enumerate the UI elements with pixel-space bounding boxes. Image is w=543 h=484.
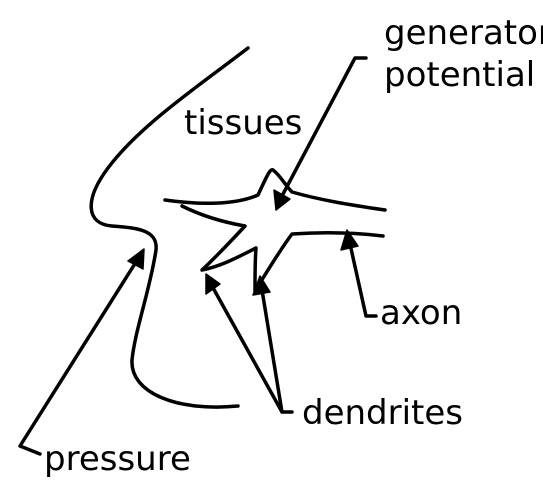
pressure-label: pressure [44, 439, 191, 479]
dendrites-arrows [206, 274, 292, 412]
generator-label-line2: potential [384, 55, 535, 95]
dendrites-label: dendrites [302, 393, 463, 433]
tissue-outline [91, 48, 248, 407]
axon-label: axon [380, 293, 462, 333]
tissues-label: tissues [184, 103, 302, 143]
pressure-arrow [20, 249, 144, 454]
axon-arrow [341, 230, 376, 316]
neuron-body [165, 170, 385, 291]
generator-label-line1: generator [384, 13, 543, 53]
